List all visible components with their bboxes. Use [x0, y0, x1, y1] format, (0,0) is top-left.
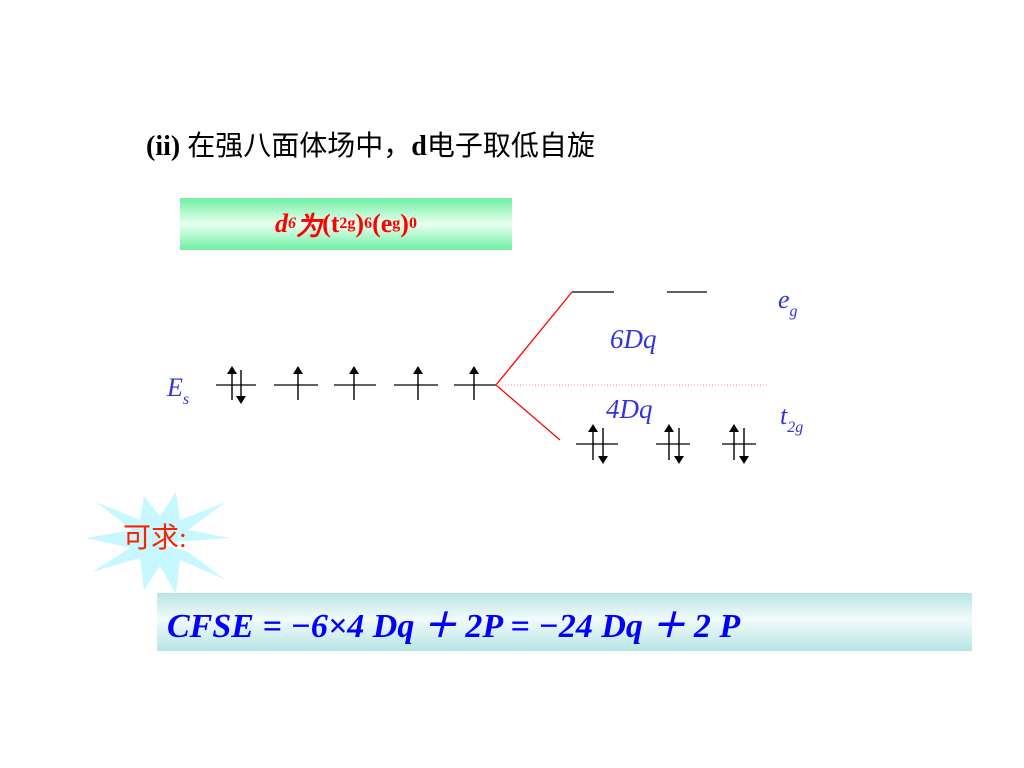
dq6-label: 6Dq	[610, 324, 657, 354]
starburst-shape	[86, 492, 230, 594]
config-d: d	[275, 209, 289, 238]
t2g-levels	[576, 424, 756, 464]
t2g-label: t2g	[780, 401, 803, 436]
ask-label: 可求:	[123, 523, 187, 554]
config-e: (e	[372, 209, 393, 238]
split-line-up	[495, 291, 573, 386]
heading-prefix: (ii)	[146, 131, 181, 162]
es-levels	[216, 366, 496, 404]
cfse-formula-box: CFSE = −6×4 Dq ＋ 2P = −24 Dq ＋ 2 P	[157, 593, 972, 651]
heading-text-1: 在强八面体场中，	[180, 131, 412, 162]
es-label: Es	[166, 373, 189, 408]
config-d-sup: 6	[288, 215, 297, 232]
heading-d-letter: d	[411, 131, 427, 162]
cfse-formula: CFSE = −6×4 Dq ＋ 2P = −24 Dq ＋ 2 P	[167, 607, 741, 645]
config-e-sup: 0	[408, 215, 417, 232]
config-t: (t	[322, 209, 340, 238]
split-line-down	[495, 384, 561, 441]
starburst-polygon	[86, 492, 230, 594]
config-t-sup: 6	[364, 215, 373, 232]
config-wei: 为	[296, 211, 323, 241]
heading-text-2: 电子取低自旋	[426, 131, 595, 162]
heading: (ii) 在强八面体场中，d电子取低自旋	[146, 124, 595, 164]
dq4-label: 4Dq	[606, 394, 653, 424]
config-e-sub: g	[392, 215, 401, 232]
config-t-close: )	[355, 209, 365, 238]
config-e-close: )	[400, 209, 409, 238]
config-t-sub: 2g	[339, 215, 356, 232]
eg-label: eg	[778, 285, 798, 320]
